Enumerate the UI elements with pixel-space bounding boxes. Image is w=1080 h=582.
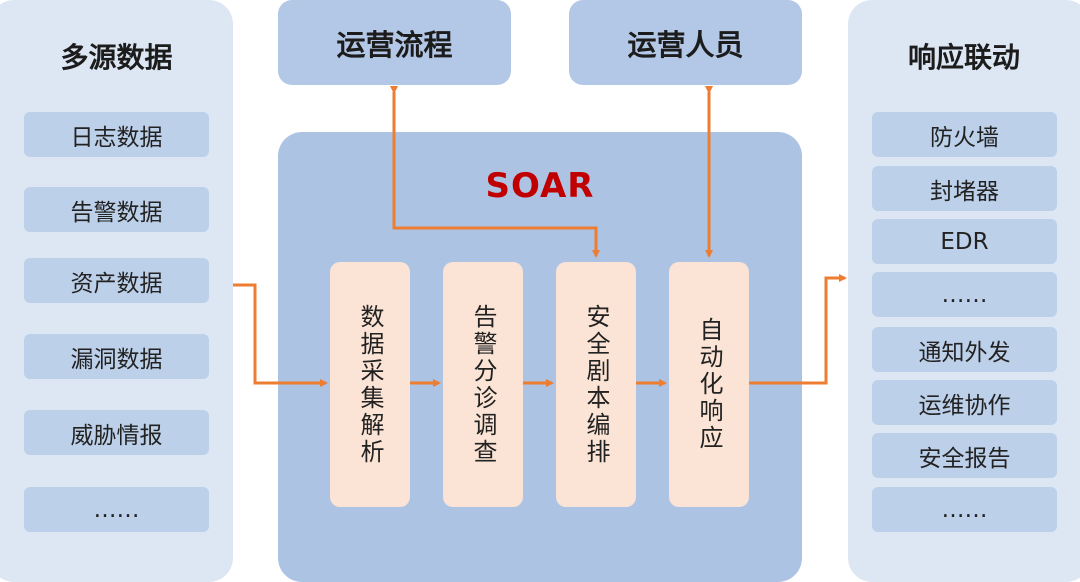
response-item-security-report: 安全报告: [872, 433, 1057, 478]
response-item-ops-collab: 运维协作: [872, 380, 1057, 425]
source-item-asset: 资产数据: [24, 258, 209, 303]
operation-process-box: 运营流程: [278, 0, 511, 85]
response-item-notify: 通知外发: [872, 327, 1057, 372]
arrow-response-to-linkage: [749, 274, 847, 385]
step-data-collection: 数据采集解析: [330, 262, 410, 507]
response-item-edr: EDR: [872, 219, 1057, 264]
step-alert-triage-label: 告警分诊调查: [469, 303, 497, 466]
response-item-more-1: ……: [872, 272, 1057, 317]
step-alert-triage: 告警分诊调查: [443, 262, 523, 507]
step-playbook-orchestration-label: 安全剧本编排: [582, 303, 610, 466]
response-item-blocker: 封堵器: [872, 166, 1057, 211]
arrow-process-to-playbook: [390, 86, 600, 258]
source-item-alert: 告警数据: [24, 187, 209, 232]
source-data-title: 多源数据: [60, 41, 173, 74]
source-item-threat-intel: 威胁情报: [24, 410, 209, 455]
source-item-log: 日志数据: [24, 112, 209, 157]
response-item-more-2: ……: [872, 487, 1057, 532]
operation-people-box: 运营人员: [569, 0, 802, 85]
step-automated-response-label: 自动化响应: [695, 317, 723, 452]
arrow-sources-to-collection: [233, 283, 328, 387]
source-item-more: ……: [24, 487, 209, 532]
step-data-collection-label: 数据采集解析: [356, 303, 384, 466]
flow-arrows: [233, 86, 847, 387]
response-item-firewall: 防火墙: [872, 112, 1057, 157]
step-playbook-orchestration: 安全剧本编排: [556, 262, 636, 507]
source-item-vulnerability: 漏洞数据: [24, 334, 209, 379]
step-automated-response: 自动化响应: [669, 262, 749, 507]
response-linkage-title: 响应联动: [907, 41, 1020, 74]
